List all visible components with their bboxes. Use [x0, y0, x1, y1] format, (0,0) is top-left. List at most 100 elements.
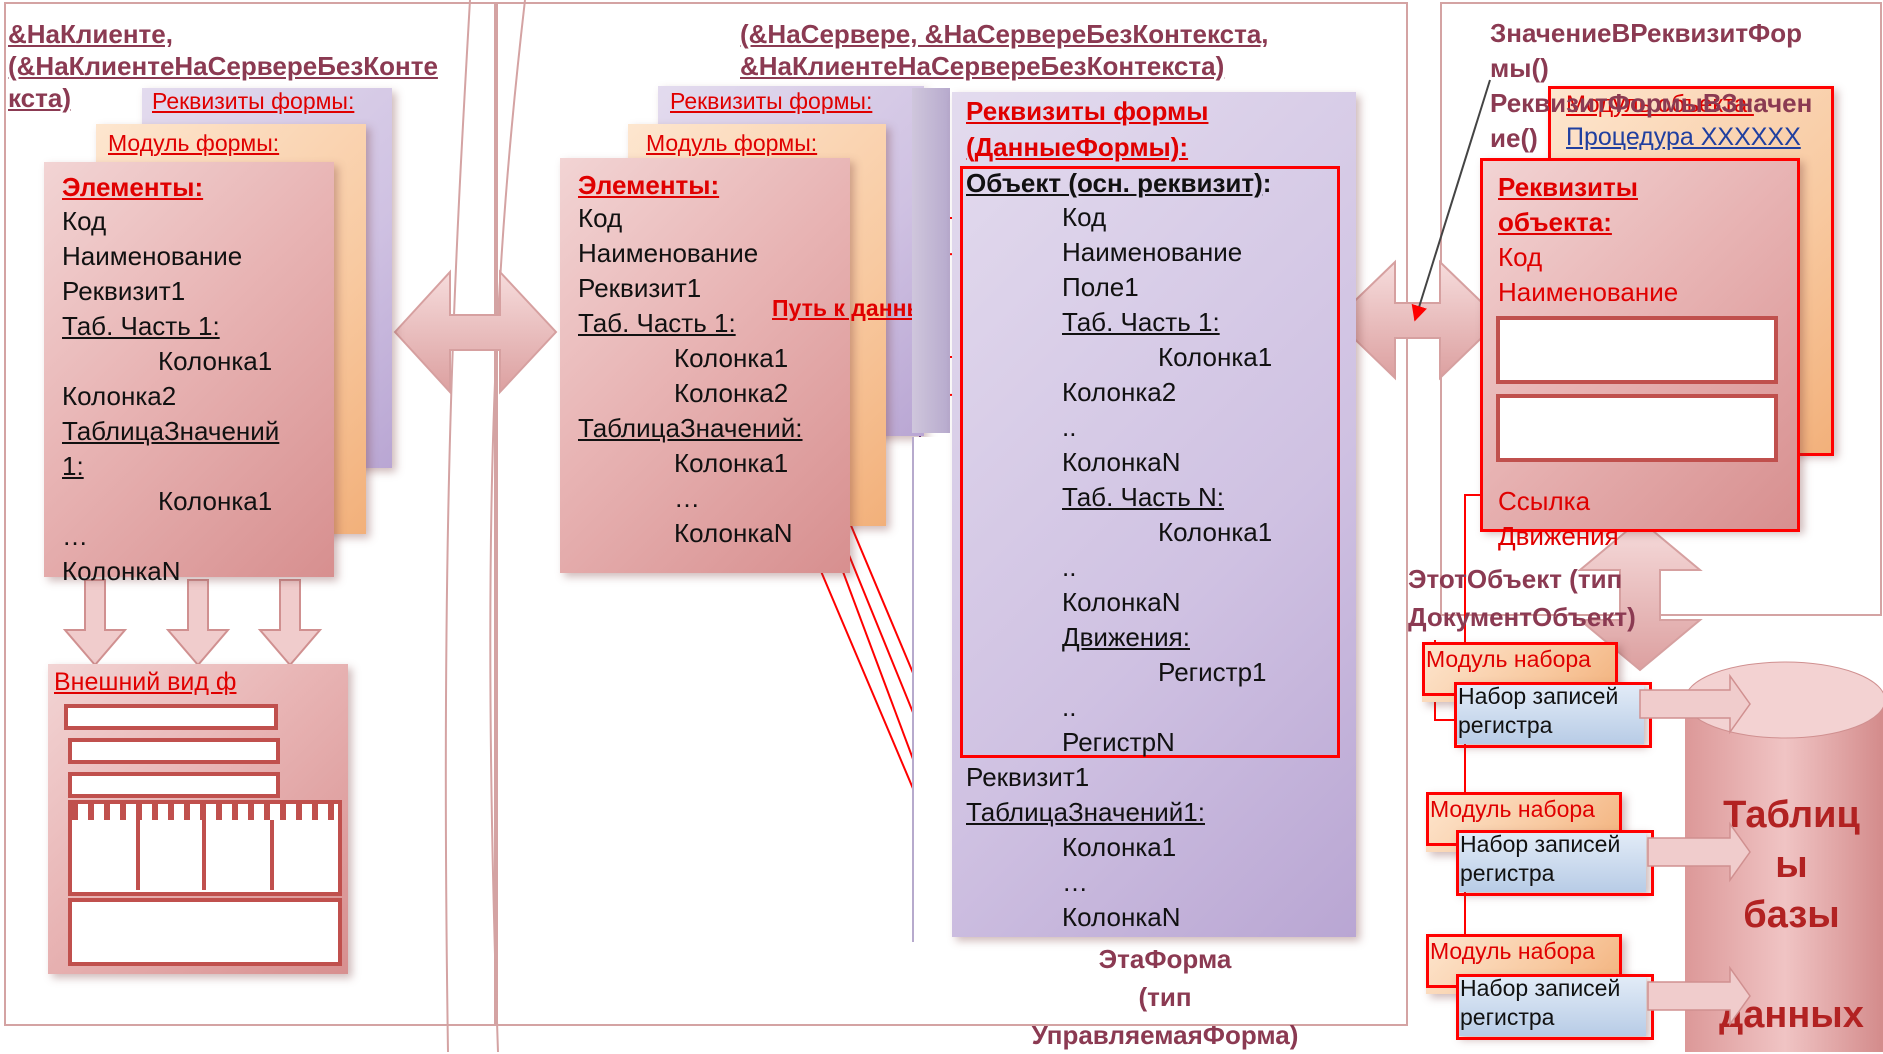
object-attribute-colon: : [1262, 168, 1272, 198]
record-set-line: регистра [1458, 712, 1553, 738]
form-extra-item: Колонка1 [1062, 832, 1177, 862]
record-set-card [1456, 974, 1646, 1036]
procedure-link: Процедура XXXXXX [1566, 123, 1801, 151]
form-view-title: Внешний вид ф [54, 668, 237, 696]
client-elements-card [44, 162, 334, 577]
record-set-line: регистра [1460, 1004, 1555, 1030]
object-attribute-item: Ссылка [1498, 486, 1591, 516]
this-form-line: УправляемаяФорма) [1031, 1020, 1299, 1050]
view-field [68, 738, 280, 764]
object-attribute-item: Наименование [1498, 277, 1679, 307]
object-item: Движения: [1062, 622, 1190, 652]
server-header-line: (&НаСервере, &НаСервереБезКонтекста, [740, 19, 1269, 49]
form-extra-item: КолонкаN [1062, 902, 1181, 932]
client-item: Колонка1 [158, 486, 273, 516]
object-item: Колонка1 [1158, 517, 1273, 547]
client-header-line: кста) [8, 83, 71, 113]
client-header-line: &НаКлиенте, [8, 19, 173, 49]
client-header: &НаКлиенте, (&НаКлиентеНаСервереБезКонте… [8, 18, 438, 114]
server-item: … [674, 483, 700, 513]
this-object-caption: ЭтотОбъект (тип ДокументОбъект) [1408, 560, 1636, 636]
object-module-label: Модуль объекта: [1566, 91, 1754, 118]
record-set-card [1456, 830, 1646, 892]
view-table-col-divider [202, 820, 206, 890]
record-set-line: Набор записей [1458, 683, 1619, 709]
record-set-text: Набор записей регистра [1460, 830, 1620, 888]
client-elements-title: Элементы: [62, 172, 204, 202]
object-table-field [1496, 394, 1778, 462]
client-frame [4, 2, 498, 1026]
object-item: .. [1062, 552, 1077, 582]
object-attributes-box [1480, 158, 1800, 532]
form-extra-item: Реквизит1 [966, 762, 1090, 792]
this-form-line: ЭтаФорма [1098, 944, 1232, 974]
object-item: КолонкаN [1062, 587, 1181, 617]
object-attributes-title: Реквизиты [1498, 172, 1638, 202]
client-item: КолонкаN [62, 556, 181, 586]
object-table-field [1496, 316, 1778, 384]
this-object-line: ЭтотОбъект (тип [1408, 564, 1623, 594]
record-set-line: Набор записей [1460, 975, 1621, 1001]
view-field [68, 772, 280, 798]
object-item: Поле1 [1062, 272, 1139, 302]
record-set-line: Набор записей [1460, 831, 1621, 857]
view-table-col-divider [270, 820, 274, 890]
object-item: Код [1062, 202, 1107, 232]
record-set-text: Набор записей регистра [1458, 682, 1618, 740]
object-item: КолонкаN [1062, 447, 1181, 477]
view-field [64, 704, 278, 730]
to-db-arrow [1639, 673, 1751, 735]
server-form-attributes-label: Реквизиты формы: [670, 88, 873, 114]
object-item: .. [1062, 412, 1077, 442]
server-item: Наименование [578, 238, 759, 268]
database-label-line: Таблиц [1723, 794, 1860, 836]
view-memo [68, 898, 342, 966]
object-item: Таб. Часть N: [1062, 482, 1224, 512]
client-item: 1: [62, 451, 84, 481]
record-set-line: регистра [1460, 860, 1555, 886]
form-extra-item: … [1062, 867, 1088, 897]
client-form-attributes-label: Реквизиты формы: [152, 88, 355, 114]
server-header-line: &НаКлиентеНаСервереБезКонтекста) [740, 51, 1225, 81]
set-module-label: Модуль набора [1426, 646, 1591, 672]
separator-curve [489, 0, 526, 1052]
object-sets-arrow [1577, 518, 1703, 672]
set-module-label: Модуль набора [1430, 938, 1595, 964]
conversion-line: мы() [1490, 53, 1549, 83]
object-attribute-item: Код [1498, 242, 1543, 272]
form-extra-item: ТаблицаЗначений1: [966, 797, 1205, 827]
conversion-line: ие() [1490, 123, 1538, 153]
server-elements-title: Элементы: [578, 170, 720, 200]
database-label-line: ы [1775, 844, 1808, 886]
object-item: Регистр1 [1158, 657, 1267, 687]
server-stub-bar [912, 88, 950, 433]
client-form-module-label: Модуль формы: [108, 130, 280, 156]
client-item: Таб. Часть 1: [62, 311, 220, 341]
server-item: Колонка1 [674, 343, 789, 373]
record-set-text: Набор записей регистра [1460, 974, 1620, 1032]
this-form-line: (тип [1138, 982, 1192, 1012]
object-item: РегистрN [1062, 727, 1175, 757]
view-table-header [72, 804, 338, 820]
conversion-methods: ЗначениеВРеквизитФор мы() РеквизитФормыВ… [1490, 16, 1812, 156]
object-item: Колонка1 [1158, 342, 1273, 372]
down-arrow [165, 579, 231, 667]
down-arrow [62, 579, 128, 667]
form-data-title: (ДанныеФормы): [966, 132, 1189, 162]
down-arrow [257, 579, 323, 667]
record-set-card [1454, 682, 1644, 744]
form-data-card [952, 92, 1356, 937]
this-object-line: ДокументОбъект) [1408, 602, 1636, 632]
this-form-caption: ЭтаФорма (тип УправляемаяФорма) [1000, 940, 1330, 1054]
database-label-line: базы [1743, 894, 1840, 936]
client-item: Наименование [62, 241, 243, 271]
server-item: Колонка2 [674, 378, 789, 408]
object-item: Таб. Часть 1: [1062, 307, 1220, 337]
object-item: Колонка2 [1062, 377, 1177, 407]
client-item: ТаблицаЗначений [62, 416, 280, 446]
object-attribute-item: Движения [1498, 521, 1619, 551]
view-table-col-divider [136, 820, 140, 890]
conversion-line: РеквизитФормыВЗначен [1490, 88, 1813, 118]
server-elements-card [560, 158, 850, 573]
